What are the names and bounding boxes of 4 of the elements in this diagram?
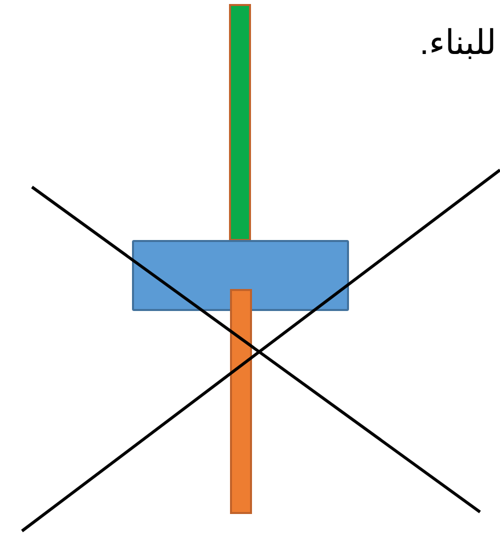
lower-post bbox=[230, 289, 252, 514]
caption-text: للبناء. bbox=[420, 23, 496, 63]
crossbeam bbox=[132, 240, 349, 311]
upper-post bbox=[229, 4, 251, 241]
